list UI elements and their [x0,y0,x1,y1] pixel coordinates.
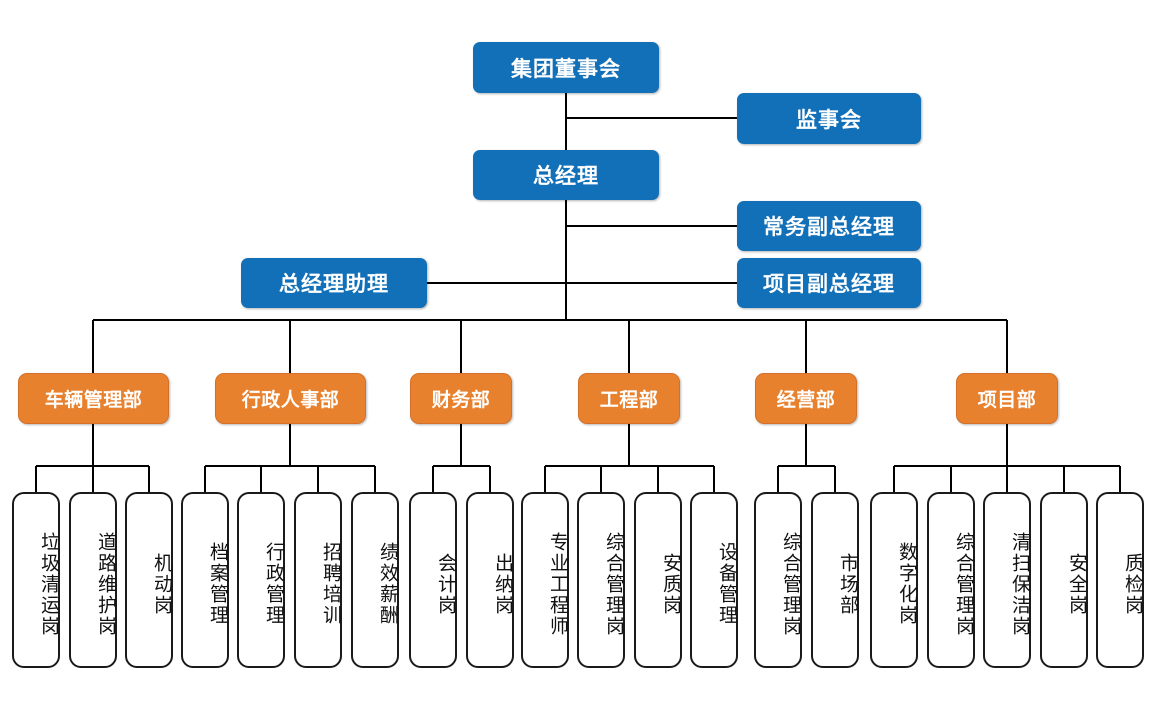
node-position-digitalization[interactable]: 数字化岗 [870,492,918,668]
node-label: 会计岗 [435,552,456,616]
node-position-equipment-management[interactable]: 设备管理 [690,492,738,668]
node-department-project[interactable]: 项目部 [956,373,1058,424]
node-general-manager[interactable]: 总经理 [473,150,659,200]
node-position-project-general-management[interactable]: 综合管理岗 [927,492,975,668]
node-label: 安质岗 [660,552,681,616]
node-position-recruitment-training[interactable]: 招聘培训 [294,492,342,668]
node-label: 档案管理 [207,542,228,626]
node-label: 综合管理岗 [953,531,974,637]
node-position-engineering-general-management[interactable]: 综合管理岗 [577,492,625,668]
node-position-road-maintenance[interactable]: 道路维护岗 [69,492,117,668]
node-label: 经营部 [776,390,836,411]
node-department-finance[interactable]: 财务部 [410,373,512,424]
node-label: 监事会 [796,108,862,132]
node-department-engineering[interactable]: 工程部 [578,373,680,424]
node-label: 清扫保洁岗 [1009,531,1030,637]
node-executive-vice-general-manager[interactable]: 常务副总经理 [737,201,921,251]
node-position-administrative-management[interactable]: 行政管理 [237,492,285,668]
node-position-accounting[interactable]: 会计岗 [409,492,457,668]
node-label: 项目部 [977,390,1037,411]
node-supervisory-board[interactable]: 监事会 [737,93,921,144]
node-position-marketing[interactable]: 市场部 [811,492,859,668]
node-general-manager-assistant[interactable]: 总经理助理 [241,258,427,308]
node-label: 出纳岗 [492,552,513,616]
node-label: 常务副总经理 [763,216,895,239]
node-label: 综合管理岗 [780,531,801,637]
node-label: 市场部 [837,552,858,616]
node-label: 综合管理岗 [603,531,624,637]
node-department-admin-hr[interactable]: 行政人事部 [215,373,366,424]
node-label: 总经理 [533,165,599,188]
node-label: 专业工程师 [547,531,568,637]
node-label: 项目副总经理 [763,273,895,296]
node-label: 设备管理 [716,542,737,626]
node-position-safety[interactable]: 安全岗 [1040,492,1088,668]
node-label: 绩效薪酬 [377,542,398,626]
node-label: 工程部 [599,390,659,411]
node-department-vehicle-management[interactable]: 车辆管理部 [18,373,169,424]
node-label: 行政人事部 [241,390,340,411]
node-label: 行政管理 [263,542,284,626]
node-position-cleaning-sanitation[interactable]: 清扫保洁岗 [983,492,1031,668]
node-position-records-management[interactable]: 档案管理 [181,492,229,668]
node-label: 总经理助理 [279,273,389,296]
node-label: 招聘培训 [320,542,341,626]
node-position-performance-compensation[interactable]: 绩效薪酬 [351,492,399,668]
node-department-operations[interactable]: 经营部 [755,373,857,424]
node-board-of-directors[interactable]: 集团董事会 [473,42,659,93]
node-position-operations-general-management[interactable]: 综合管理岗 [754,492,802,668]
node-position-quality-inspection[interactable]: 质检岗 [1096,492,1144,668]
node-label: 数字化岗 [896,542,917,626]
node-project-vice-general-manager[interactable]: 项目副总经理 [737,258,921,308]
node-label: 财务部 [431,390,491,411]
node-label: 集团董事会 [511,57,621,81]
node-label: 安全岗 [1066,552,1087,616]
node-position-professional-engineer[interactable]: 专业工程师 [521,492,569,668]
node-label: 道路维护岗 [95,531,116,637]
node-label: 质检岗 [1122,552,1143,616]
node-position-flexible-duty[interactable]: 机动岗 [125,492,173,668]
node-label: 车辆管理部 [44,390,143,411]
node-label: 垃圾清运岗 [38,531,59,637]
node-position-safety-quality[interactable]: 安质岗 [634,492,682,668]
node-position-garbage-transport[interactable]: 垃圾清运岗 [12,492,60,668]
node-position-cashier[interactable]: 出纳岗 [466,492,514,668]
node-label: 机动岗 [151,552,172,616]
